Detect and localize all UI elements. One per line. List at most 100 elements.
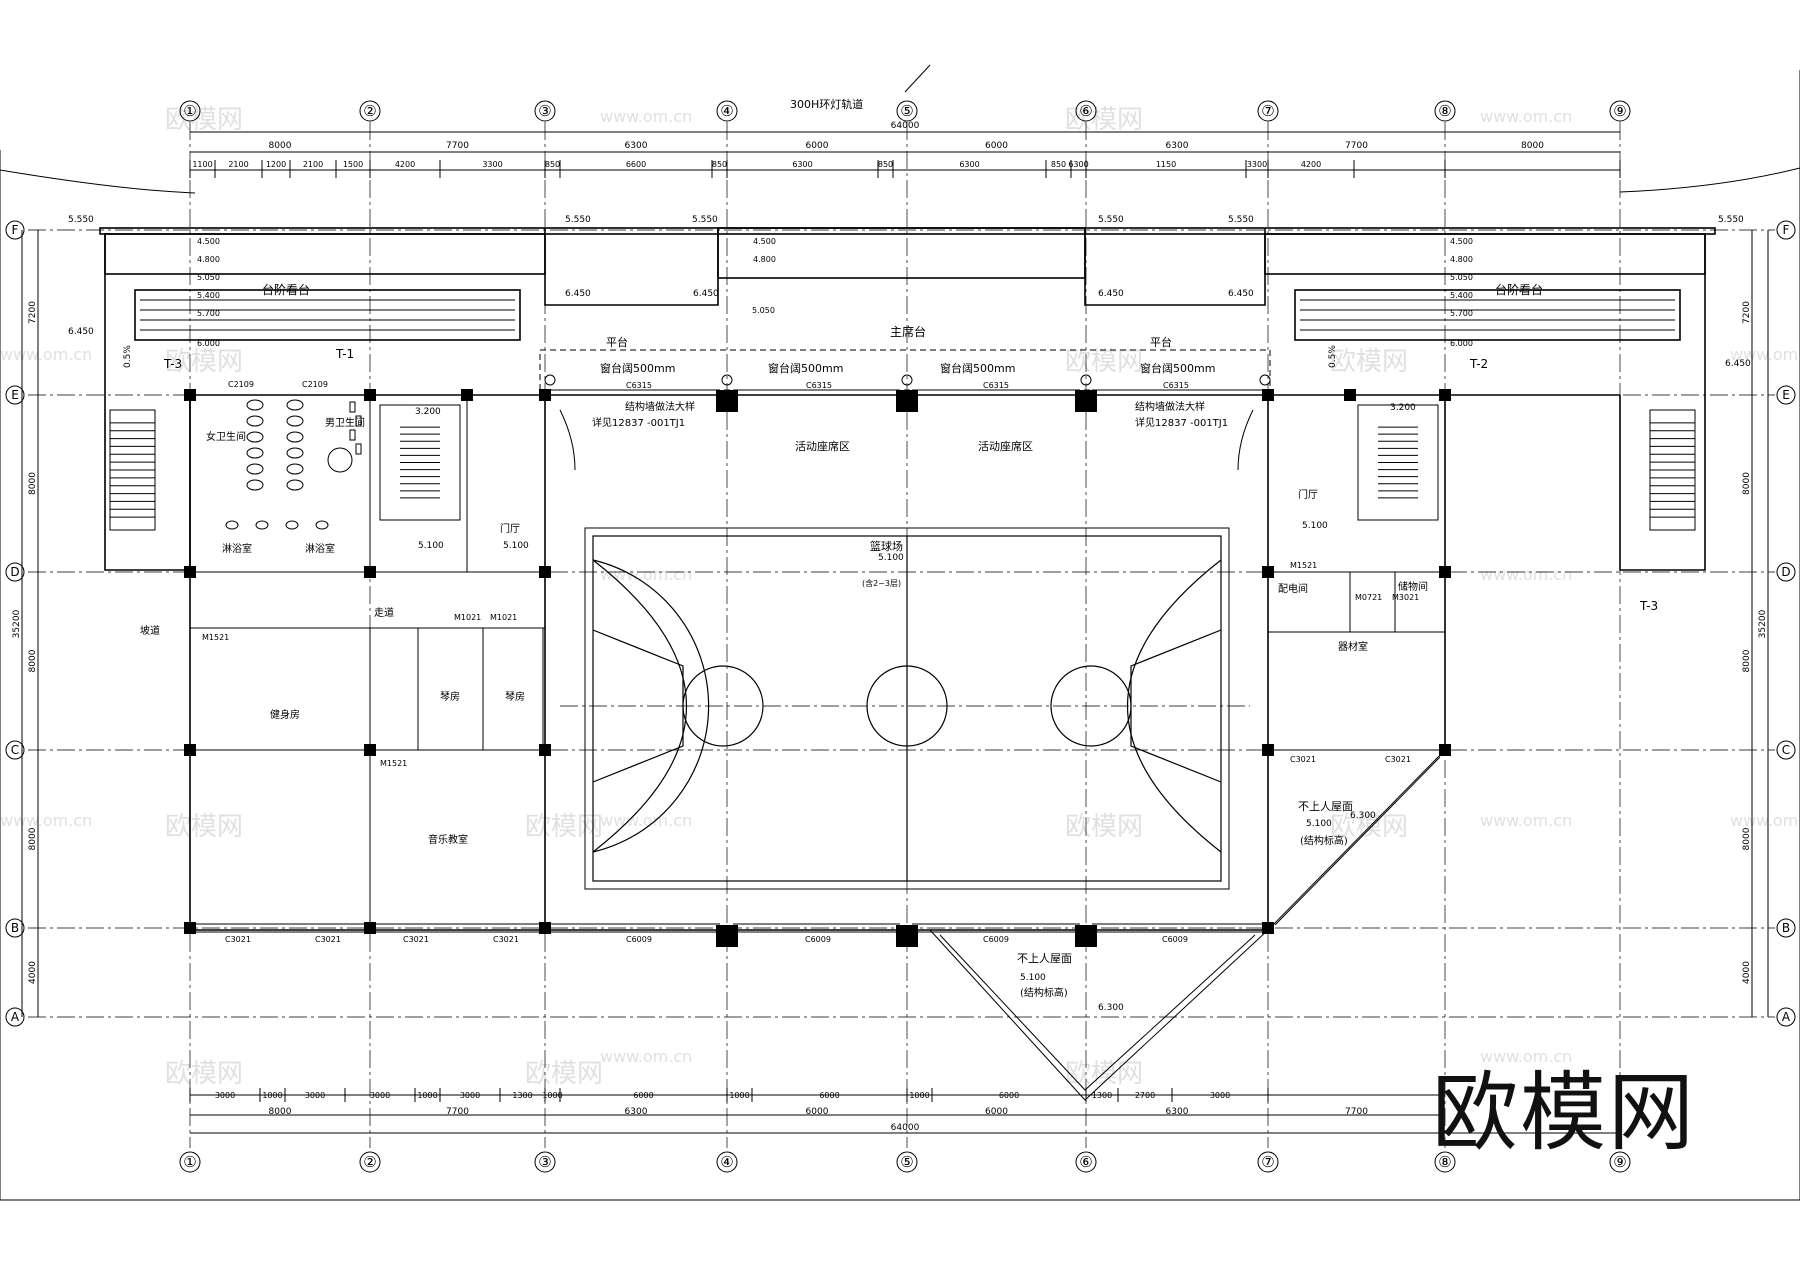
dim-v: 8000: [28, 472, 38, 495]
toilet: [286, 399, 304, 411]
dim-sub: 1000: [909, 1091, 929, 1100]
dim-sub: 6300: [1068, 160, 1088, 169]
room-court: 篮球场: [870, 539, 903, 553]
stair-label-t1: T-1: [335, 347, 354, 361]
axis-bubble: [1776, 220, 1796, 240]
axis-label: ⑦: [1261, 102, 1274, 120]
code: C6315: [806, 381, 832, 390]
dim-sub: 850: [545, 160, 560, 169]
axis-bubble: [5, 562, 25, 582]
elev: 6.450: [565, 289, 591, 299]
dim-sub: 1000: [417, 1091, 437, 1100]
sink: [225, 520, 239, 530]
watermark-logo-small: 欧模网: [1065, 347, 1143, 377]
column: [1262, 566, 1274, 578]
dim-sub: 850: [1051, 160, 1066, 169]
axis-bubble: [5, 1007, 25, 1027]
axis-label: B: [11, 921, 19, 935]
dim-v: 8000: [1742, 827, 1752, 850]
column-round: [901, 374, 913, 386]
ramp-label: 坡道: [140, 624, 160, 637]
elev: 5.550: [1228, 215, 1254, 225]
elev: 6.450: [1098, 289, 1124, 299]
column: [1439, 744, 1451, 756]
axis-bubble: [1075, 1151, 1097, 1173]
column: [539, 744, 551, 756]
axis-bubble: [1257, 1151, 1279, 1173]
axis-label: ②: [363, 1153, 376, 1171]
roof-diagonal-right: [1267, 749, 1446, 931]
elev: 3.200: [1390, 403, 1416, 413]
detail-note-right: 结构墙做法大样: [1135, 400, 1205, 413]
column-round: [721, 374, 733, 386]
axis-bubble: [179, 100, 201, 122]
code: C6009: [1162, 935, 1188, 944]
elev: 6.000: [197, 339, 220, 348]
axis-bubble: [1776, 562, 1796, 582]
elev: 5.400: [1450, 291, 1473, 300]
stair-treads: [400, 426, 440, 499]
key-right: [1130, 629, 1222, 783]
column: [364, 566, 376, 578]
watermark-logo-small: 欧模网: [525, 1059, 603, 1089]
dim-sub: 1300: [1092, 1091, 1112, 1100]
column: [184, 922, 196, 934]
axis-label: F: [12, 223, 19, 237]
watermark-logo-small: 欧模网: [1330, 347, 1408, 377]
dim-sub: 6000: [999, 1091, 1019, 1100]
elev: 4.500: [197, 237, 220, 246]
column-large: [1075, 390, 1097, 412]
axis-bubble: [1609, 100, 1631, 122]
dim-v-total: 35200: [12, 609, 22, 638]
column-large: [1075, 925, 1097, 947]
column: [539, 922, 551, 934]
urinal: [355, 443, 362, 455]
axis-bubble: [1776, 1007, 1796, 1027]
elev: 5.050: [197, 273, 220, 282]
watermark-logo-small: 欧模网: [165, 1059, 243, 1089]
urinal: [355, 415, 362, 427]
watermark-logo-small: 欧模网: [1065, 812, 1143, 842]
column: [364, 389, 376, 401]
dim-total: 64000: [891, 121, 920, 131]
seating-label-left: 台阶看台: [262, 282, 310, 297]
axis-bubble: [716, 100, 738, 122]
room-dist: 配电间: [1278, 582, 1308, 595]
elev: 4.800: [753, 255, 776, 264]
toilet: [246, 415, 264, 427]
watermark-url: www.om.cn: [600, 107, 692, 126]
axis-label: C: [11, 743, 19, 757]
seating-right-lower: [1294, 289, 1681, 341]
axis-label: F: [1783, 223, 1790, 237]
site-curve-right: [1619, 167, 1800, 193]
elev: 6.300: [1350, 811, 1376, 821]
dim-sub: 2100: [303, 160, 323, 169]
toilet-fixtures: [225, 399, 362, 530]
dims-left: 7200800080008000400072008000800080004000…: [12, 230, 1769, 1017]
code: M1521: [1290, 561, 1317, 570]
dim-bay: 7700: [1345, 1107, 1368, 1117]
toilet: [286, 447, 304, 459]
axis-label: ③: [538, 1153, 551, 1171]
axis-bubble: [5, 220, 25, 240]
elev: 5.550: [692, 215, 718, 225]
dim-sub: 2700: [1135, 1091, 1155, 1100]
roof-bottom-note: (结构标高): [1020, 986, 1068, 999]
watermark-url: www.om.cn: [0, 345, 92, 364]
watermark-logo-small: 欧模网: [1065, 1059, 1143, 1089]
code: C6315: [983, 381, 1009, 390]
code: C3021: [493, 935, 519, 944]
sill-3: 窗台阔500mm: [940, 361, 1015, 375]
axis-bubble: [5, 740, 25, 760]
code: C6315: [626, 381, 652, 390]
main-stage-label: 主席台: [890, 324, 926, 339]
elev: 6.450: [693, 289, 719, 299]
axis-label: ④: [720, 1153, 733, 1171]
column: [539, 389, 551, 401]
piano-room-1: [417, 627, 484, 751]
roof-triangle-inner: [939, 934, 1256, 1091]
axis-label: ⑦: [1261, 1153, 1274, 1171]
axis-bubble: [1075, 100, 1097, 122]
elev: 5.550: [565, 215, 591, 225]
